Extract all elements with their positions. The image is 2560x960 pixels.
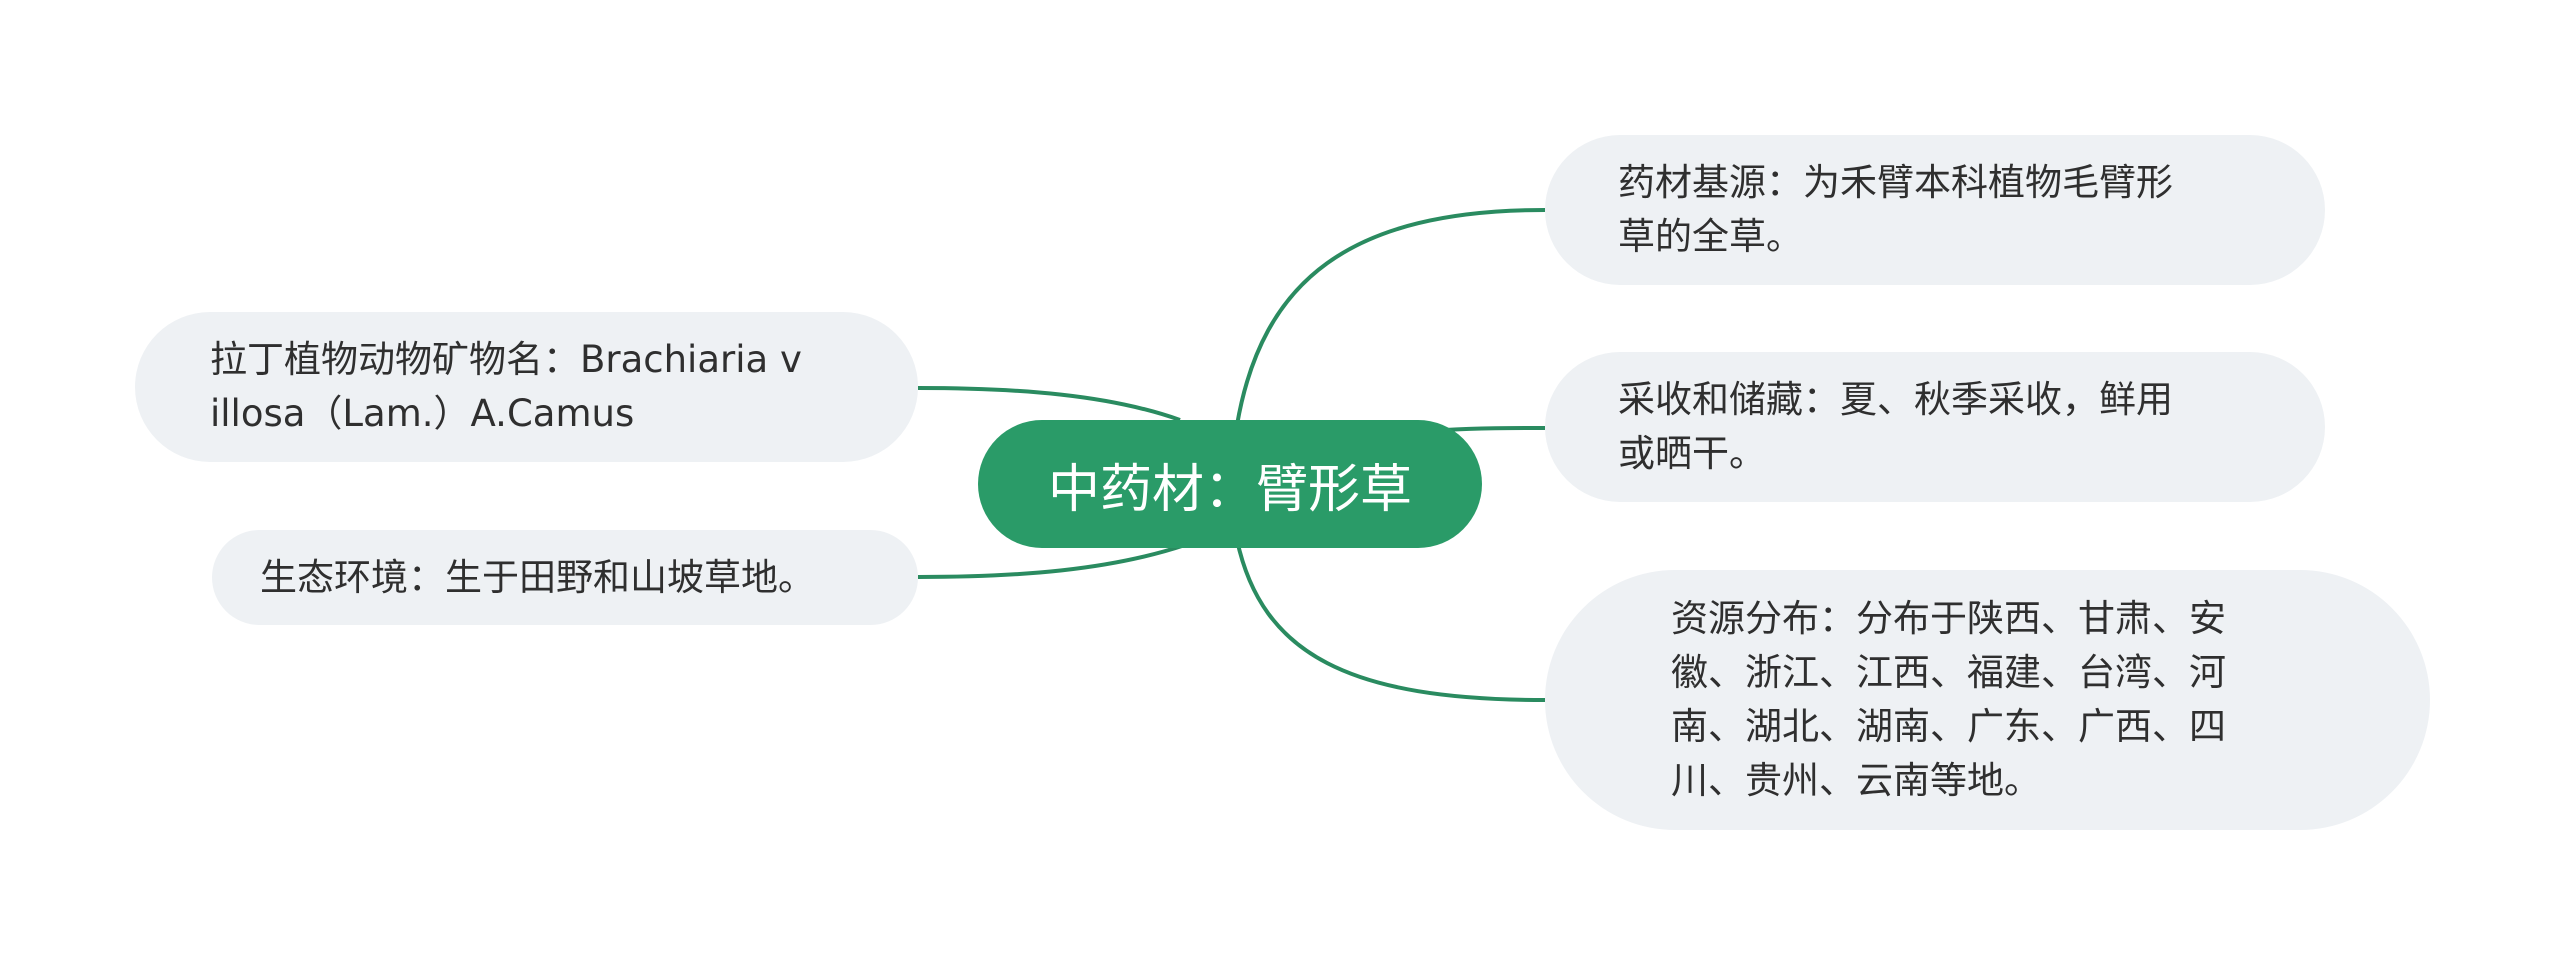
topic-node-label: 药材基源：为禾臂本科植物毛臂形 草的全草。 (1618, 161, 2173, 258)
central-topic[interactable]: 中药材：臂形草 (978, 420, 1482, 548)
topic-node-label: 生态环境：生于田野和山坡草地。 (260, 555, 815, 599)
topic-node-distribution[interactable]: 资源分布：分布于陕西、甘肃、安 徽、浙江、江西、福建、台湾、河 南、湖北、湖南、… (1545, 570, 2430, 830)
topic-node-label: 资源分布：分布于陕西、甘肃、安 徽、浙江、江西、福建、台湾、河 南、湖北、湖南、… (1671, 597, 2226, 802)
branch-line-left-1 (917, 386, 1181, 422)
branch-line-right-1 (1235, 208, 1546, 426)
topic-node-harvest-storage[interactable]: 采收和储藏：夏、秋季采收，鲜用 或晒干。 (1545, 352, 2325, 502)
central-topic-label: 中药材：臂形草 (1047, 459, 1412, 520)
topic-node-label: 采收和储藏：夏、秋季采收，鲜用 或晒干。 (1618, 378, 2173, 475)
branch-line-right-2 (1444, 426, 1546, 432)
topic-node-label: 拉丁植物动物矿物名：Brachiaria v illosa（Lam.）A.Cam… (210, 338, 802, 435)
branch-line-right-3 (1235, 539, 1546, 702)
topic-node-habitat[interactable]: 生态环境：生于田野和山坡草地。 (212, 530, 918, 625)
topic-node-medicinal-source[interactable]: 药材基源：为禾臂本科植物毛臂形 草的全草。 (1545, 135, 2325, 285)
topic-node-latin-name[interactable]: 拉丁植物动物矿物名：Brachiaria v illosa（Lam.）A.Cam… (135, 312, 918, 462)
branch-line-left-2 (917, 543, 1186, 579)
